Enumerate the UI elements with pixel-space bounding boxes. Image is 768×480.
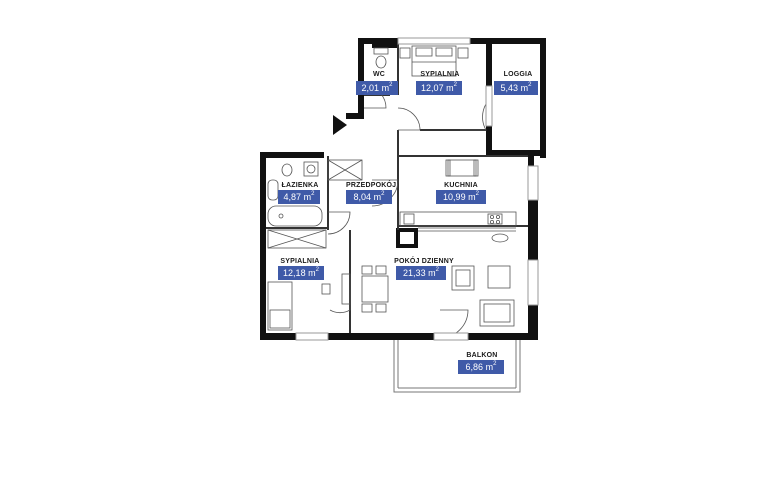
area-badge-pokoj-dzienny: 21,33 m2 (396, 266, 446, 280)
area-badge-kuchnia: 10,99 m2 (436, 190, 486, 204)
exterior-walls (260, 38, 546, 340)
room-name-balkon: BALKON (466, 352, 498, 359)
area-value-kuchnia: 10,99 (443, 192, 466, 202)
area-badge-przedpokoj: 8,04 m2 (346, 190, 392, 204)
area-value-sypialnia-top: 12,07 (421, 83, 444, 93)
area-value-wc: 2,01 (361, 83, 380, 93)
room-name-pokoj-dzienny: POKÓJ DZIENNY (394, 258, 454, 265)
area-value-lazienka: 4,87 (283, 192, 302, 202)
room-name-sypialnia-left: SYPIALNIA (280, 258, 320, 265)
area-value-sypialnia-left: 12,18 (283, 268, 306, 278)
windows (295, 37, 539, 341)
room-name-sypialnia-top: SYPIALNIA (420, 71, 460, 78)
area-badge-balkon: 6,86 m2 (458, 360, 504, 374)
room-name-loggia: LOGGIA (503, 71, 533, 78)
entrance-arrow-icon (333, 115, 347, 135)
area-badge-sypialnia-top: 12,07 m2 (416, 81, 462, 95)
room-name-wc: WC (372, 71, 386, 78)
area-value-przedpokoj: 8,04 (353, 192, 372, 202)
area-badge-wc: 2,01 m2 (356, 81, 398, 95)
area-value-loggia: 5,43 (500, 83, 519, 93)
area-value-balkon: 6,86 (465, 362, 484, 372)
door-swings (327, 85, 487, 339)
area-value-pokoj-dzienny: 21,33 (403, 268, 426, 278)
area-badge-lazienka: 4,87 m2 (278, 190, 320, 204)
area-badge-sypialnia-left: 12,18 m2 (278, 266, 324, 280)
room-name-lazienka: ŁAZIENKA (281, 182, 319, 189)
area-badge-loggia: 5,43 m2 (494, 81, 538, 95)
room-name-przedpokoj: PRZEDPOKÓJ (346, 182, 397, 189)
balcony-outline (393, 340, 521, 393)
room-name-kuchnia: KUCHNIA (444, 182, 478, 189)
